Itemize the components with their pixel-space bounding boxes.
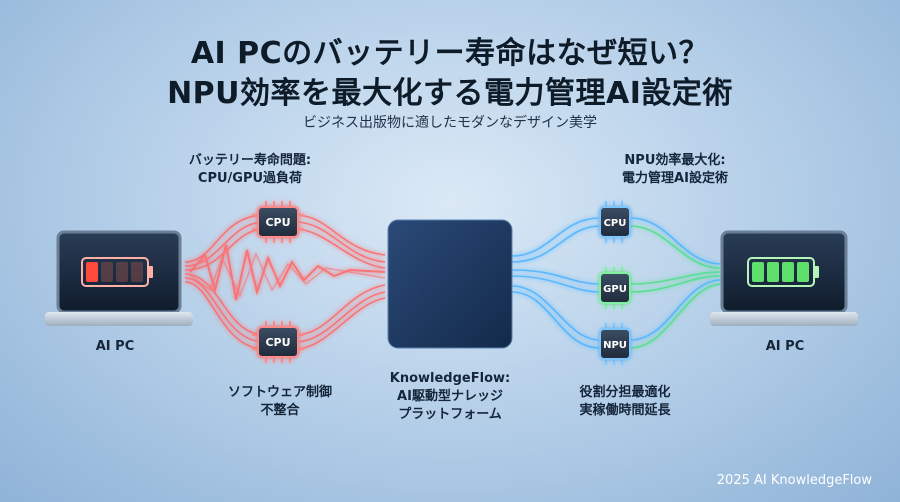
right-chip-cpu: CPU xyxy=(599,201,631,243)
footer-credit: 2025 AI KnowledgeFlow xyxy=(716,473,872,488)
solution-title: NPU効率最大化: 電力管理AI設定術 xyxy=(575,152,775,188)
left-laptop xyxy=(45,230,193,326)
chip-label: CPU xyxy=(265,336,290,349)
issue-label-line-1: ソフトウェア制御 xyxy=(227,385,332,400)
result-label: 役割分担最適化 実稼働時間延長 xyxy=(525,384,725,420)
left-device-label: AI PC xyxy=(95,339,135,354)
issue-label: ソフトウェア制御 不整合 xyxy=(180,384,380,420)
right-laptop xyxy=(710,230,858,326)
chip-label: CPU xyxy=(604,218,627,229)
page-title: AI PCのバッテリー寿命はなぜ短い？ NPU効率を最大化する電力管理AI設定術 xyxy=(0,34,900,114)
result-label-line-1: 役割分担最適化 xyxy=(579,385,671,400)
right-green-streams xyxy=(629,225,721,349)
problem-title-line-2: CPU/GPU過負荷 xyxy=(197,171,303,186)
title-line-1: AI PCのバッテリー寿命はなぜ短い？ xyxy=(190,36,710,71)
right-chip-npu: NPU xyxy=(599,323,631,365)
platform-label: KnowledgeFlow: AI駆動型ナレッジ プラットフォーム xyxy=(360,370,540,424)
chip-label: GPU xyxy=(603,284,627,295)
solution-title-line-1: NPU効率最大化: xyxy=(624,153,726,168)
right-device-label: AI PC xyxy=(765,339,805,354)
issue-label-line-2: 不整合 xyxy=(260,403,300,418)
title-line-2: NPU効率を最大化する電力管理AI設定術 xyxy=(167,76,733,111)
result-label-line-2: 実稼働時間延長 xyxy=(579,403,671,418)
knowledgeflow-box xyxy=(387,219,513,349)
problem-title-line-1: バッテリー寿命問題: xyxy=(188,153,312,168)
left-chip-top: CPU xyxy=(252,201,304,243)
platform-label-line-1: KnowledgeFlow: xyxy=(389,371,511,386)
chip-label: CPU xyxy=(265,216,290,229)
subtitle: ビジネス出版物に適したモダンなデザイン美学 xyxy=(303,115,597,131)
left-chip-bottom: CPU xyxy=(252,321,304,363)
chip-label: NPU xyxy=(603,340,627,351)
solution-title-line-2: 電力管理AI設定術 xyxy=(622,171,728,186)
battery-low-icon xyxy=(81,257,153,287)
battery-full-icon xyxy=(747,257,819,287)
platform-label-line-2: AI駆動型ナレッジ xyxy=(397,389,503,404)
left-red-streams xyxy=(184,214,386,350)
problem-title: バッテリー寿命問題: CPU/GPU過負荷 xyxy=(150,152,350,188)
right-chip-gpu: GPU xyxy=(599,267,631,309)
platform-label-line-3: プラットフォーム xyxy=(398,407,502,422)
